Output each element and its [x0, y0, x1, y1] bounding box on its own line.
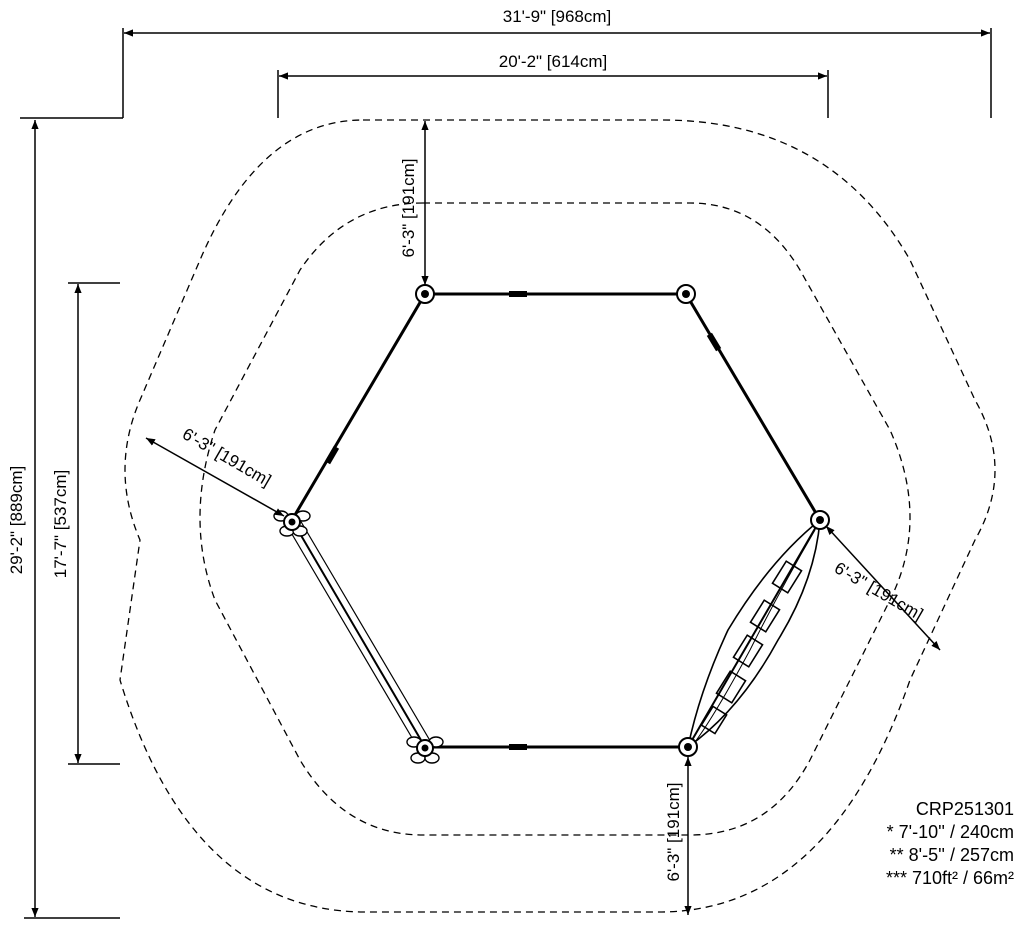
overall-height-dimension — [24, 120, 120, 919]
note-line-1: * 7'-10'' / 240cm — [886, 822, 1014, 842]
beam-upper-left — [290, 293, 427, 521]
clearance-left-dimension — [145, 437, 285, 517]
note-line-2: ** 8'-5'' / 257cm — [889, 845, 1014, 865]
clearance-left-label: 6'-3" [191cm] — [179, 424, 274, 490]
beam-lower-left-a — [291, 519, 426, 748]
outer-safety-zone — [119, 119, 996, 913]
swing-seat-icon — [406, 736, 444, 764]
beam-lower-left-b — [299, 519, 433, 745]
spec-notes: CRP251301 * 7'-10'' / 240cm ** 8'-5'' / … — [886, 798, 1014, 890]
overall-width-label: 31'-9" [968cm] — [503, 7, 612, 26]
beam-top-right-connector — [706, 332, 722, 352]
post-node-top-left — [415, 284, 435, 304]
beam-bottom-connector — [509, 744, 527, 750]
swing-seat-icon — [273, 510, 311, 537]
post-node-right — [810, 510, 830, 530]
clearance-bottom-label: 6'-3" [191cm] — [664, 782, 683, 881]
clearance-right-label: 6'-3" [191cm] — [831, 558, 926, 624]
clearance-top-label: 6'-3" [191cm] — [399, 158, 418, 257]
model-number: CRP251301 — [915, 799, 1014, 819]
frame-height-label: 17'-7" [537cm] — [51, 470, 70, 579]
beam-upper-left-connector — [324, 445, 340, 465]
clearance-right-dimension — [825, 525, 941, 651]
overall-width-dimension — [20, 28, 992, 119]
note-line-3: *** 710ft² / 66m² — [885, 868, 1014, 888]
beam-lower-left-c — [285, 523, 419, 749]
beam-right-a — [687, 519, 821, 748]
post-node-bottom-right — [678, 737, 698, 757]
beam-top-connector — [509, 291, 527, 297]
climber-section — [687, 519, 821, 748]
beam-top-right — [684, 293, 822, 521]
post-node-top-right — [676, 284, 696, 304]
overall-height-label: 29'-2" [889cm] — [7, 466, 26, 575]
frame-width-dimension — [277, 70, 829, 118]
inner-safety-zone — [199, 202, 911, 836]
frame-height-dimension — [68, 282, 120, 765]
hexagon-frame — [285, 291, 822, 750]
frame-width-label: 20'-2" [614cm] — [499, 52, 608, 71]
